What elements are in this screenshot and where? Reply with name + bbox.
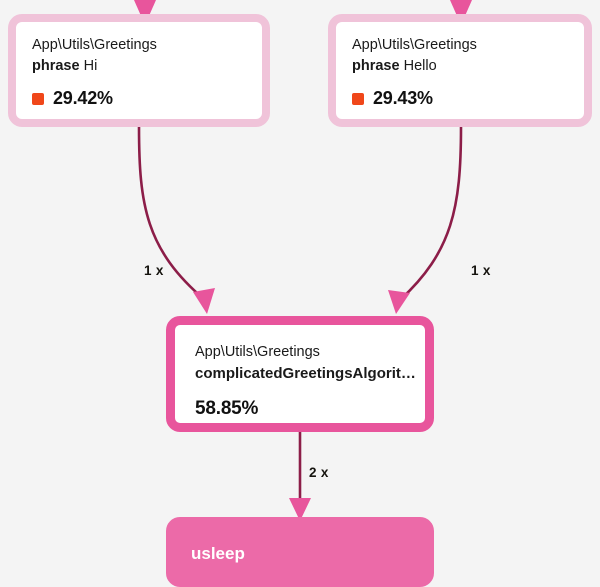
node-function-argument: Hello (403, 57, 437, 74)
node-callee-label: usleep (191, 544, 245, 563)
node-namespace: App\Utils\Greetings (195, 344, 320, 360)
node-function-name: phrase (32, 57, 80, 74)
node-callee-usleep[interactable]: usleep (166, 517, 434, 587)
color-swatch-icon (32, 92, 44, 105)
node-body: App\Utils\Greetings phrase Hello 29.43% (336, 22, 584, 119)
node-percent-value: 29.43% (373, 88, 433, 109)
node-function-argument: Hi (83, 57, 98, 74)
edge-current-to-callee (289, 432, 311, 521)
call-graph-canvas: 1 x 1 x 2 x App\Utils\Greetings phrase H… (8, 0, 592, 587)
edge-right-to-current (388, 125, 463, 314)
node-caller-phrase-hi[interactable]: App\Utils\Greetings phrase Hi 29.42% (8, 14, 270, 127)
node-body: App\Utils\Greetings complicatedGreetings… (175, 325, 425, 423)
node-percent-row: 29.43% (352, 88, 568, 109)
edge-label-right-count: 1 x (471, 263, 491, 278)
node-body: usleep (171, 522, 429, 582)
node-function-name: phrase (352, 57, 400, 74)
node-percent-value: 29.42% (53, 88, 113, 109)
node-caller-phrase-hello[interactable]: App\Utils\Greetings phrase Hello 29.43% (328, 14, 592, 127)
node-namespace: App\Utils\Greetings (352, 37, 477, 53)
node-function-line: phrase Hi (32, 57, 246, 77)
node-percent-row: 58.85% (195, 398, 409, 420)
node-function-name: complicatedGreetingsAlgorit… (195, 364, 416, 382)
node-body: App\Utils\Greetings phrase Hi 29.42% (16, 22, 262, 119)
node-percent-row: 29.42% (32, 88, 246, 109)
edge-label-left-count: 1 x (144, 263, 164, 278)
edge-label-callee-count: 2 x (309, 465, 329, 480)
edge-left-to-current (137, 125, 215, 314)
node-function-line: phrase Hello (352, 57, 568, 77)
color-swatch-icon (352, 92, 364, 105)
node-current-complicated-greetings-algorithm[interactable]: App\Utils\Greetings complicatedGreetings… (166, 316, 434, 432)
node-percent-value: 58.85% (195, 397, 259, 419)
node-namespace: App\Utils\Greetings (32, 37, 157, 53)
